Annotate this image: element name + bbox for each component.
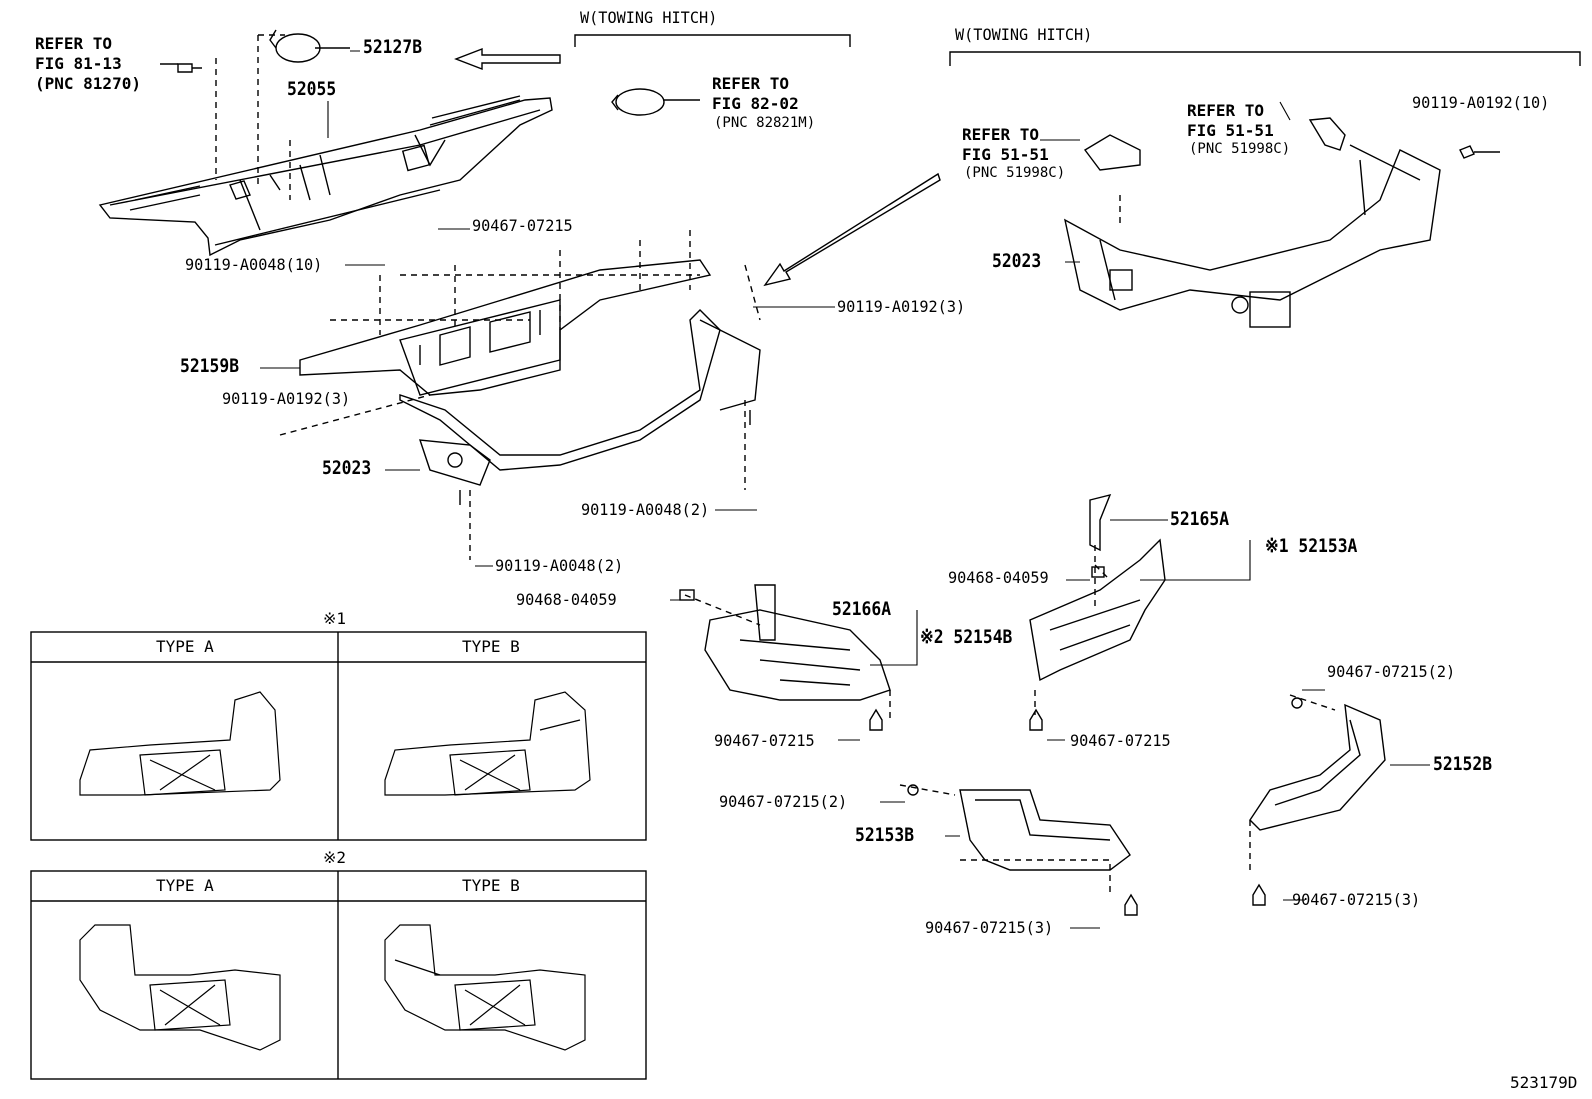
refer-pnc: (PNC 81270) — [35, 74, 141, 93]
panel-2-type-b: TYPE B — [462, 876, 520, 895]
bolt-90119-A0048-10: 90119-A0048(10) — [185, 255, 323, 274]
arrow-towing-to-frame — [763, 172, 941, 287]
panel-2-type-a: TYPE A — [156, 876, 214, 895]
refer-pnc: (PNC 82821M) — [714, 115, 816, 131]
bolt-90467-07215: 90467-07215 — [472, 216, 573, 235]
bracket-52154B — [679, 584, 891, 731]
bolt-90119-A0192-3-right: 90119-A0192(3) — [837, 297, 966, 316]
step-pad-52153B — [907, 784, 1138, 916]
refer-line: REFER TO — [712, 74, 790, 93]
part-52166A: 52166A — [832, 598, 892, 620]
bolt-90119-A0048-2-upper: 90119-A0048(2) — [581, 500, 710, 519]
clip-90468-04059-right: 90468-04059 — [948, 568, 1049, 587]
frame-52023-left — [399, 309, 761, 505]
part-52023-left: 52023 — [322, 457, 372, 479]
refer-line: REFER TO — [962, 125, 1040, 144]
lamp-82-02 — [611, 88, 700, 116]
part-52127B: 52127B — [363, 36, 423, 58]
part-52023-right: 52023 — [992, 250, 1042, 272]
clip-90467-07215-2-right: 90467-07215(2) — [1327, 662, 1456, 681]
figure-id: 523179D — [1510, 1073, 1578, 1092]
part-52153B: 52153B — [855, 824, 915, 846]
clip-90467-07215-3-bottom: 90467-07215(3) — [925, 918, 1054, 937]
panel-1-type-b: TYPE B — [462, 637, 520, 656]
part-52153A: ※1 52153A — [1265, 535, 1358, 557]
panel-mark-2: ※2 — [323, 848, 347, 867]
clip-90467-07215-2-left: 90467-07215(2) — [719, 792, 848, 811]
panel-frame-1 — [30, 631, 647, 841]
hitch-52023-right — [1063, 144, 1441, 328]
plug-52127B — [269, 29, 350, 63]
step-bumper-52055 — [98, 95, 553, 257]
refer-pnc: (PNC 51998C) — [1189, 141, 1291, 157]
towing-hitch-header-1: W(TOWING HITCH) — [580, 8, 718, 27]
frame-52159B — [299, 259, 712, 396]
panel-drawings — [79, 691, 591, 1051]
clip-90467-07215-left: 90467-07215 — [714, 731, 815, 750]
panel-frame-2 — [30, 870, 647, 1080]
clip-90467-07215-3-right: 90467-07215(3) — [1292, 890, 1421, 909]
bracket-towing-hitch-1 — [574, 34, 851, 47]
panel-1-type-a: TYPE A — [156, 637, 214, 656]
panel-mark-1: ※1 — [323, 609, 347, 628]
bracket-towing-hitch-2 — [949, 51, 1581, 66]
refer-line: REFER TO — [1187, 101, 1265, 120]
bolt-90119-A0192-3-left: 90119-A0192(3) — [222, 389, 351, 408]
refer-fig: FIG 51-51 — [962, 145, 1049, 164]
bolt-90119-A0048-2-lower: 90119-A0048(2) — [495, 556, 624, 575]
refer-fig: FIG 82-02 — [712, 94, 799, 113]
step-pad-52152B — [1249, 697, 1386, 906]
bracket-52153A — [1029, 493, 1166, 731]
refer-fig: FIG 81-13 — [35, 54, 122, 73]
refer-fig: FIG 51-51 — [1187, 121, 1274, 140]
clip-90468-04059-left: 90468-04059 — [516, 590, 617, 609]
towing-hitch-header-2: W(TOWING HITCH) — [955, 25, 1093, 44]
clip-90467-07215-right: 90467-07215 — [1070, 731, 1171, 750]
bolt-90119-A0192-10: 90119-A0192(10) — [1412, 93, 1550, 112]
part-52159B: 52159B — [180, 355, 240, 377]
refer-line: REFER TO — [35, 34, 113, 53]
part-52152B: 52152B — [1433, 753, 1493, 775]
leader-lines — [260, 50, 1430, 929]
part-52154B: ※2 52154B — [920, 626, 1013, 648]
refer-pnc: (PNC 51998C) — [964, 165, 1066, 181]
dashed-leaders — [215, 34, 1336, 895]
arrow-52127B — [454, 47, 561, 71]
bolt-fig-81-13 — [160, 63, 202, 73]
bracket-51-51 — [1083, 117, 1500, 171]
part-52055: 52055 — [287, 78, 337, 100]
part-52165A: 52165A — [1170, 508, 1230, 530]
